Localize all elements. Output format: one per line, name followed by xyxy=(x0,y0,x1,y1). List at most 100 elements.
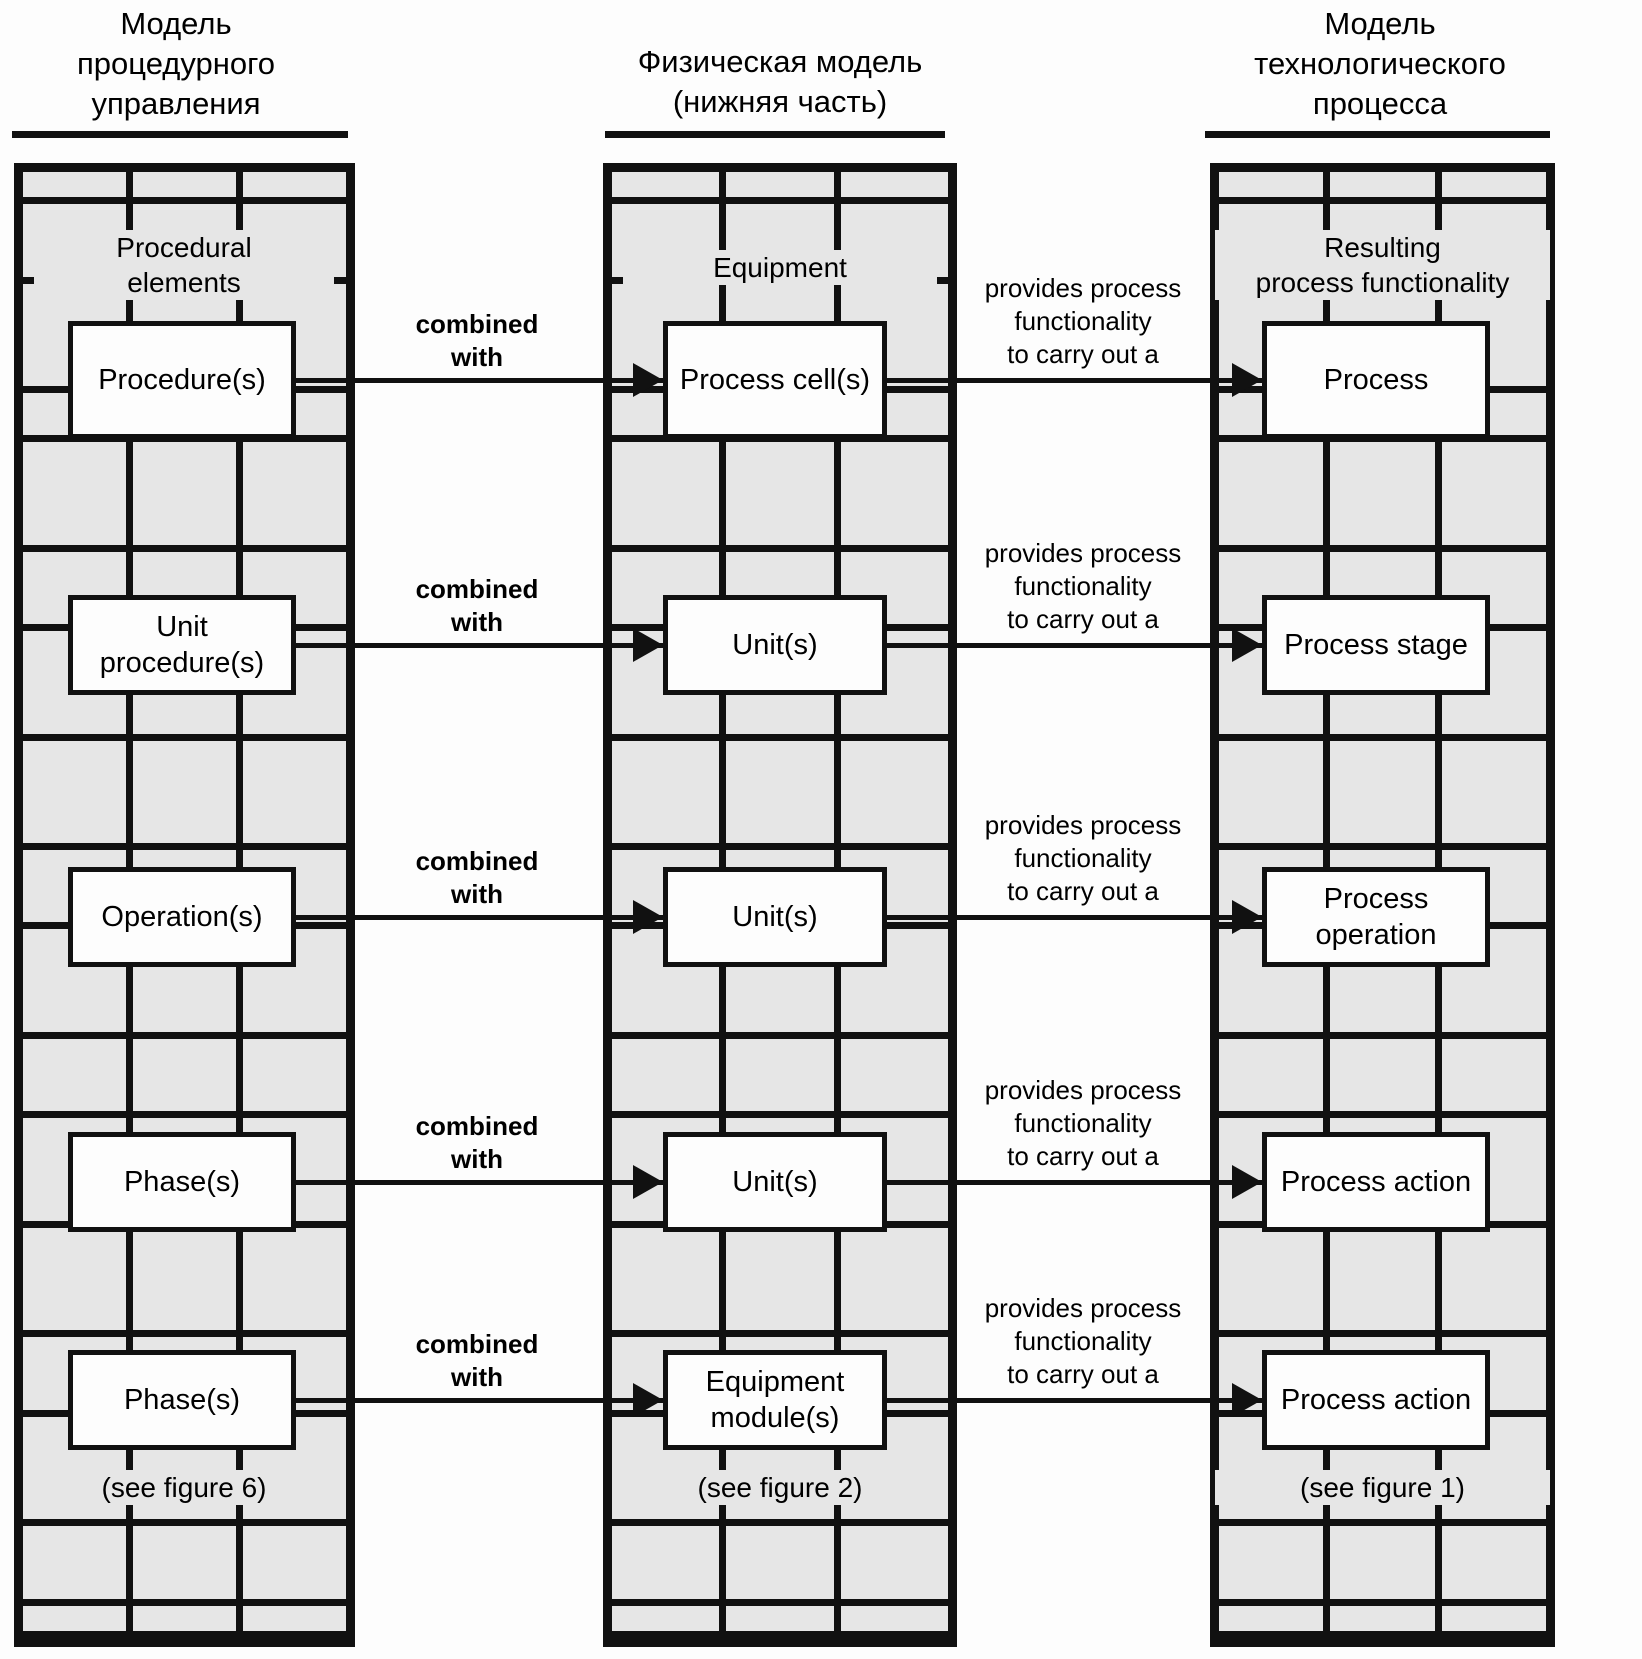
title-rule-middle xyxy=(605,131,945,138)
grid-cell xyxy=(243,442,346,545)
title-rule-left xyxy=(12,131,348,138)
grid-cell xyxy=(612,740,720,844)
grid-cell xyxy=(726,442,834,545)
node-operations[interactable]: Operation(s) xyxy=(68,867,296,967)
edge-label-combined-with-4: combined with xyxy=(372,1110,582,1176)
grid-cell xyxy=(133,1526,236,1599)
grid-cell xyxy=(840,1605,948,1631)
edge-label-provides-process-functionality-5: provides process functionality to carry … xyxy=(963,1292,1203,1391)
node-phases-1[interactable]: Phase(s) xyxy=(68,1132,296,1232)
grid-cell xyxy=(1330,1605,1435,1631)
node-process-stage[interactable]: Process stage xyxy=(1262,595,1490,695)
grid-cell xyxy=(243,1039,346,1112)
node-unit-procedures[interactable]: Unit procedure(s) xyxy=(68,595,296,695)
edge-provides-1-line xyxy=(887,378,1262,383)
grid-cell xyxy=(1441,204,1546,277)
edge-combined-4-line xyxy=(296,1180,663,1185)
grid-cell xyxy=(1330,1227,1435,1331)
column-title-physical-model: Физическая модель (нижняя часть) xyxy=(637,44,923,119)
grid-cell xyxy=(23,740,126,844)
grid-cell xyxy=(1330,442,1435,545)
grid-cell xyxy=(243,204,346,277)
edge-provides-2-line xyxy=(887,643,1262,648)
node-equipment-modules[interactable]: Equipment module(s) xyxy=(663,1350,887,1450)
grid-cell xyxy=(726,1039,834,1112)
grid-cell xyxy=(1330,204,1435,277)
node-units-1[interactable]: Unit(s) xyxy=(663,595,887,695)
node-units-2[interactable]: Unit(s) xyxy=(663,867,887,967)
grid-cell xyxy=(133,740,236,844)
grid-cell xyxy=(840,1039,948,1112)
edge-label-provides-process-functionality-2: provides process functionality to carry … xyxy=(963,537,1203,636)
grid-cell xyxy=(612,172,720,198)
grid-cell xyxy=(726,1227,834,1331)
grid-cell xyxy=(1441,172,1546,198)
edge-provides-5-arrowhead xyxy=(1232,1383,1262,1417)
grid-cell xyxy=(23,1526,126,1599)
grid-cell xyxy=(1441,1227,1546,1331)
grid-cell xyxy=(133,204,236,277)
column-title-procedural-control: Модель процедурного управления xyxy=(77,6,275,121)
grid-cell xyxy=(1219,172,1324,198)
edge-combined-1-line xyxy=(296,378,663,383)
node-process-operation[interactable]: Process operation xyxy=(1262,867,1490,967)
title-rule-right xyxy=(1205,131,1550,138)
grid-cell xyxy=(1441,1605,1546,1631)
grid-cell xyxy=(1330,740,1435,844)
edge-label-combined-with-1: combined with xyxy=(372,308,582,374)
grid-cell xyxy=(840,172,948,198)
edge-combined-2-line xyxy=(296,643,663,648)
grid-cell xyxy=(840,1526,948,1599)
grid-cell xyxy=(1219,442,1324,545)
grid-cell xyxy=(23,204,126,277)
node-process-cells[interactable]: Process cell(s) xyxy=(663,321,887,439)
grid-cell xyxy=(726,172,834,198)
grid-cell xyxy=(133,442,236,545)
edge-provides-5-line xyxy=(887,1398,1262,1403)
edge-provides-3-line xyxy=(887,915,1262,920)
node-procedures[interactable]: Procedure(s) xyxy=(68,321,296,439)
grid-cell xyxy=(1330,172,1435,198)
node-units-3[interactable]: Unit(s) xyxy=(663,1132,887,1232)
grid-cell xyxy=(23,172,126,198)
edge-combined-5-arrowhead xyxy=(633,1383,663,1417)
edge-combined-2-arrowhead xyxy=(633,628,663,662)
edge-label-provides-process-functionality-1: provides process functionality to carry … xyxy=(963,272,1203,371)
grid-cell xyxy=(1219,1526,1324,1599)
grid-cell xyxy=(23,1039,126,1112)
edge-label-combined-with-2: combined with xyxy=(372,573,582,639)
grid-cell xyxy=(612,1227,720,1331)
edge-provides-4-line xyxy=(887,1180,1262,1185)
grid-cell xyxy=(726,204,834,277)
edge-provides-4-arrowhead xyxy=(1232,1165,1262,1199)
grid-cell xyxy=(1219,1227,1324,1331)
node-process-action-1[interactable]: Process action xyxy=(1262,1132,1490,1232)
grid-cell xyxy=(840,442,948,545)
grid-cell xyxy=(133,1039,236,1112)
edge-label-provides-process-functionality-4: provides process functionality to carry … xyxy=(963,1074,1203,1173)
node-phases-2[interactable]: Phase(s) xyxy=(68,1350,296,1450)
edge-combined-3-arrowhead xyxy=(633,900,663,934)
node-process[interactable]: Process xyxy=(1262,321,1490,439)
grid-cell xyxy=(1219,1605,1324,1631)
grid-cell xyxy=(1330,1526,1435,1599)
grid-cell xyxy=(1330,1039,1435,1112)
node-process-action-2[interactable]: Process action xyxy=(1262,1350,1490,1450)
grid-cell xyxy=(612,442,720,545)
grid-cell xyxy=(840,740,948,844)
grid-cell xyxy=(23,442,126,545)
grid-cell xyxy=(1441,740,1546,844)
edge-label-combined-with-5: combined with xyxy=(372,1328,582,1394)
grid-cell xyxy=(1441,442,1546,545)
grid-cell xyxy=(1219,1039,1324,1112)
grid-cell xyxy=(612,1605,720,1631)
edge-combined-3-line xyxy=(296,915,663,920)
grid-cell xyxy=(840,204,948,277)
grid-cell xyxy=(243,1526,346,1599)
edge-provides-1-arrowhead xyxy=(1232,363,1262,397)
grid-cell xyxy=(612,1039,720,1112)
edge-combined-1-arrowhead xyxy=(633,363,663,397)
grid-cell xyxy=(840,1227,948,1331)
grid-cell xyxy=(133,172,236,198)
